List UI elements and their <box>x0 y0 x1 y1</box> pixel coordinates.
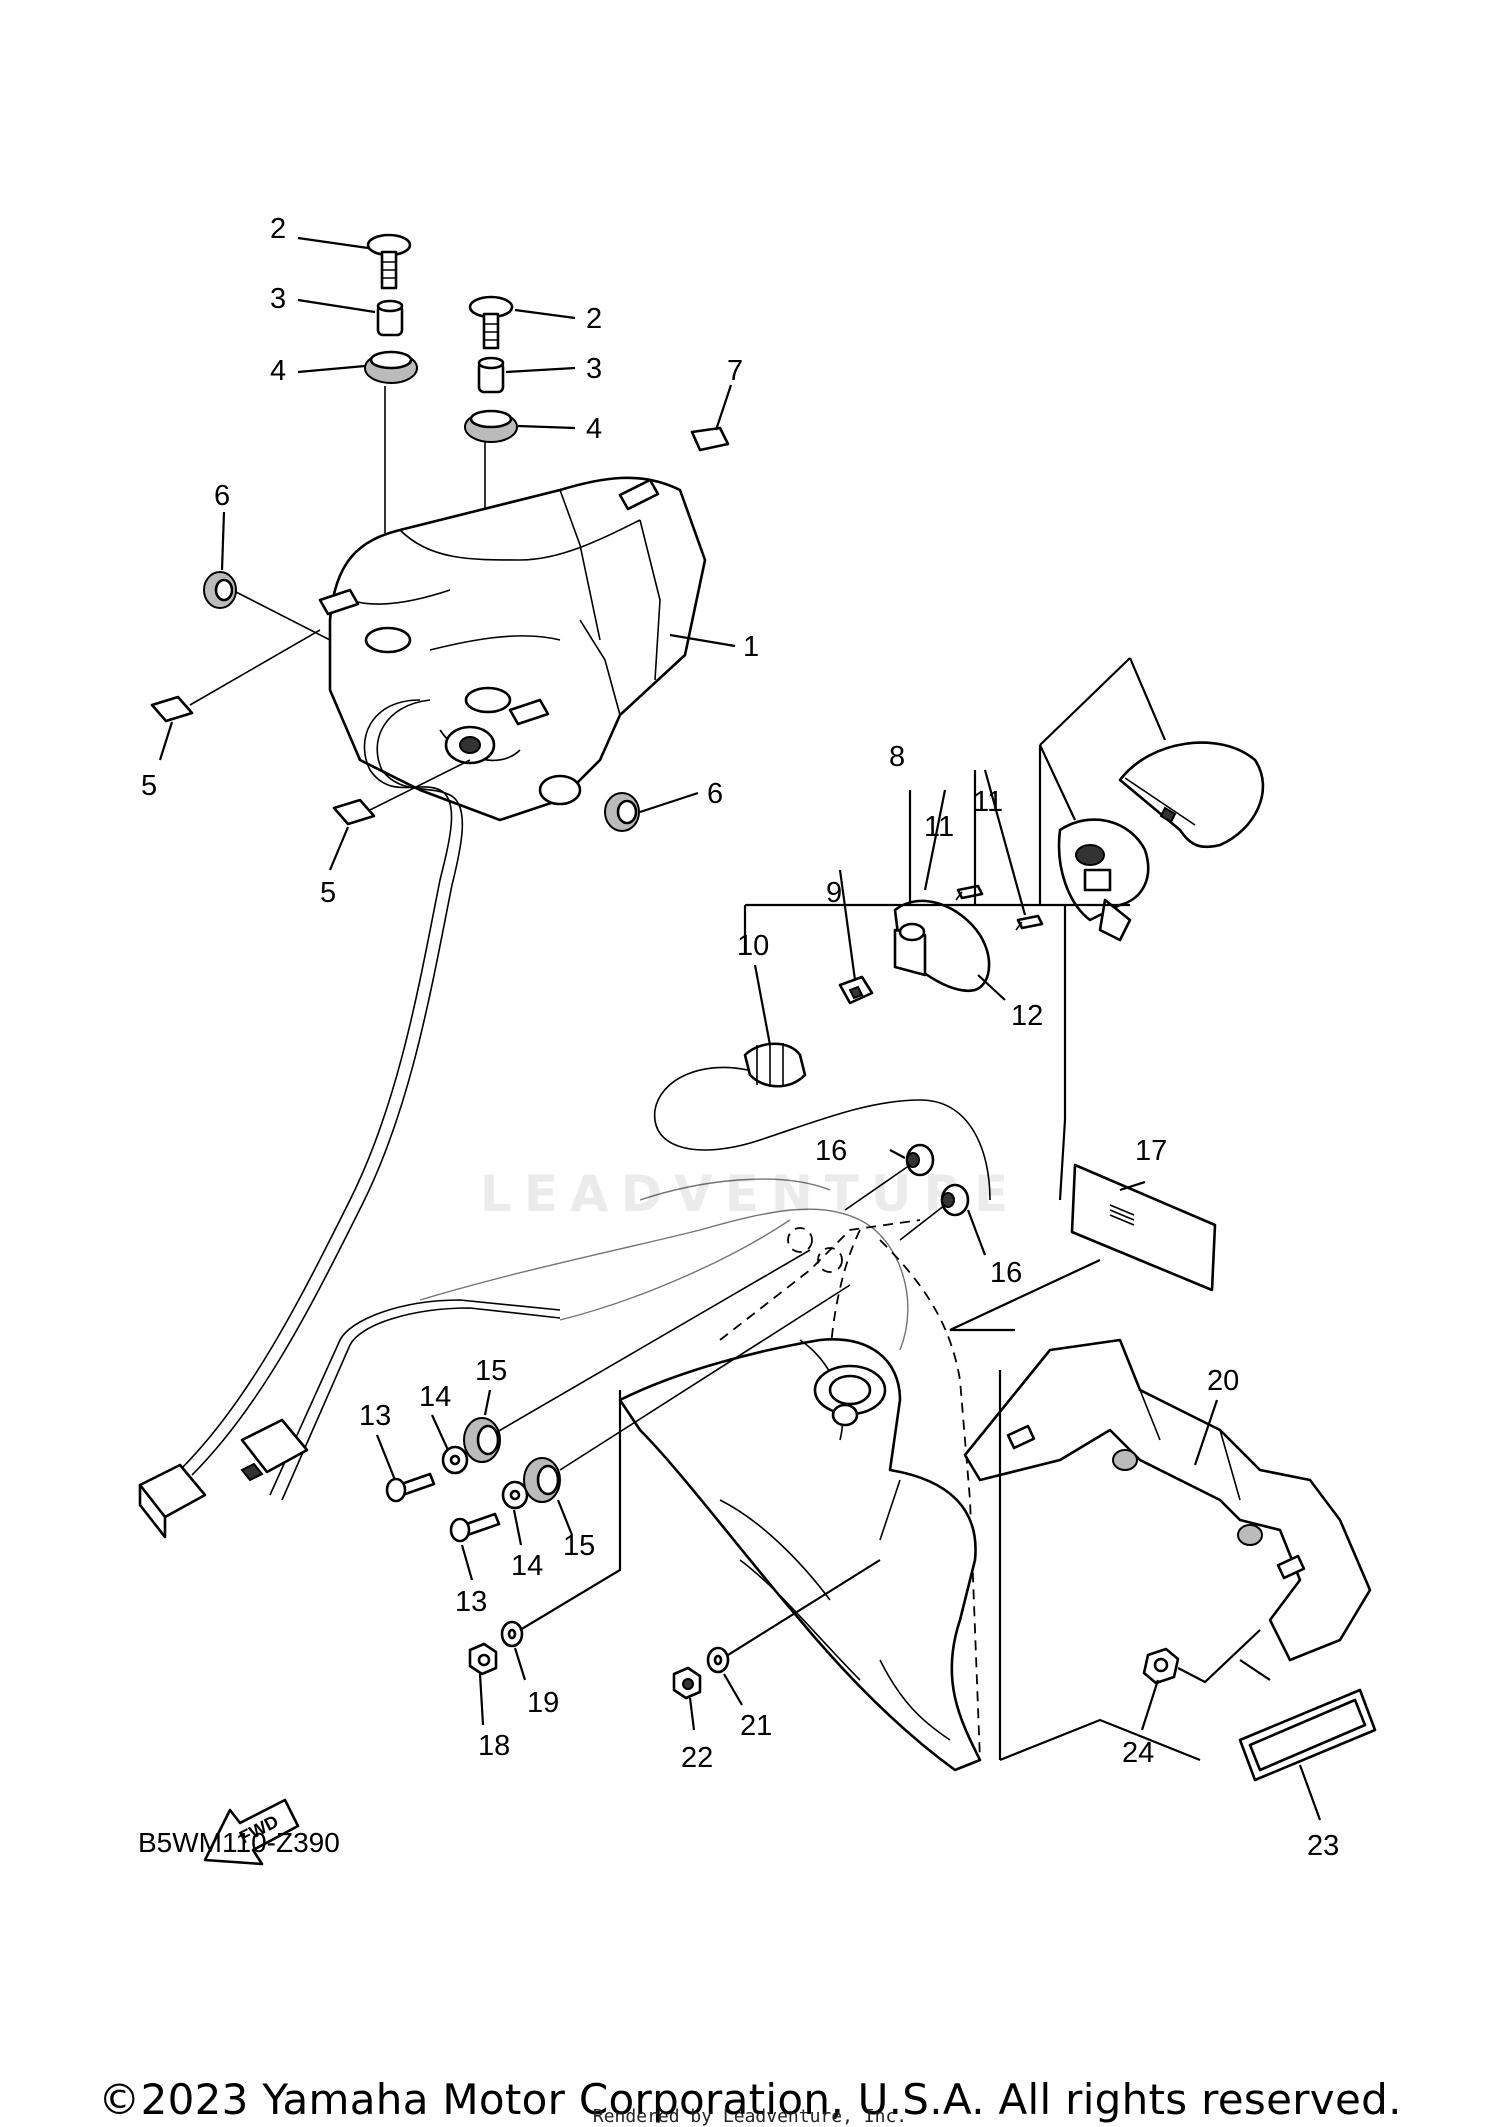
callout-11: 11 <box>924 811 954 843</box>
license-light-23 <box>1238 1688 1377 1782</box>
callout-15: 15 <box>475 1355 507 1387</box>
lamp-group-bracket <box>743 657 1167 1201</box>
screw-13-lower <box>449 1512 501 1543</box>
washer-21 <box>706 1646 730 1674</box>
callout-2: 2 <box>270 213 286 245</box>
connector-right <box>240 1418 309 1482</box>
nut-18 <box>468 1642 498 1676</box>
nut-24 <box>1142 1647 1180 1685</box>
washer-19 <box>500 1620 524 1648</box>
grommet-16-lower <box>940 1183 970 1217</box>
callout-22: 22 <box>681 1742 713 1774</box>
callout-6: 6 <box>214 480 230 512</box>
nut-6-left <box>203 571 237 609</box>
lamp-lens-cover <box>1118 741 1265 849</box>
callout-12: 12 <box>1011 1000 1043 1032</box>
clip-5-lower <box>332 798 376 826</box>
screw-11-left <box>955 884 984 901</box>
callout-4: 4 <box>270 355 286 387</box>
callout-13: 13 <box>359 1400 391 1432</box>
rendered-by-note: Rendered by Leadventure, Inc. <box>592 2106 908 2127</box>
callout-8: 8 <box>889 741 905 773</box>
grommet-15-upper <box>463 1417 501 1463</box>
collar-3-right <box>477 356 505 394</box>
housing-1 <box>318 476 707 822</box>
washer-14-lower <box>501 1480 529 1510</box>
callout-14: 14 <box>511 1550 543 1582</box>
collar-3-left <box>376 299 404 337</box>
callout-16: 16 <box>815 1135 847 1167</box>
callout-3: 3 <box>270 283 286 315</box>
leader-lines <box>158 236 1322 1821</box>
clip-5-upper <box>150 695 194 723</box>
screw-13-upper <box>385 1472 436 1503</box>
grommet-16-upper <box>905 1143 935 1177</box>
fwd-arrow-icon: FWD <box>203 1798 300 1866</box>
callout-17: 17 <box>1135 1135 1167 1167</box>
lamp-housing <box>1057 818 1150 942</box>
grommet-4-right <box>464 409 518 443</box>
callout-2: 2 <box>586 303 602 335</box>
callout-11: 11 <box>973 786 1003 818</box>
callout-3: 3 <box>586 353 602 385</box>
callout-1: 1 <box>743 631 759 663</box>
screw-11-right <box>1015 914 1044 931</box>
connector-left <box>138 1463 207 1539</box>
wire-harness <box>179 699 561 1501</box>
callout-18: 18 <box>478 1730 510 1762</box>
callout-7: 7 <box>727 355 743 387</box>
callout-4: 4 <box>586 413 602 445</box>
copyright-notice: ©2023 Yamaha Motor Corporation, U.S.A. A… <box>98 2075 1402 2124</box>
washer-14-upper <box>441 1445 469 1475</box>
grommet-15-lower <box>523 1457 561 1503</box>
callout-19: 19 <box>527 1687 559 1719</box>
grommet-4-left <box>364 350 418 384</box>
clip-7 <box>690 426 730 452</box>
socket-plate-12 <box>893 899 991 993</box>
reflector-17 <box>1070 1163 1217 1292</box>
socket-10 <box>654 1042 991 1201</box>
bulb-9 <box>838 975 874 1005</box>
nut-22 <box>672 1666 702 1700</box>
diagram-code: B5WM110-Z390 <box>138 1827 340 1858</box>
callout-15: 15 <box>563 1530 595 1562</box>
bolt-2-right <box>468 295 514 350</box>
callout-numbers: 2 3 4 2 3 4 7 6 1 5 6 5 8 11 11 9 10 12 … <box>141 213 1339 1862</box>
callout-9: 9 <box>826 877 842 909</box>
callout-5: 5 <box>141 770 157 802</box>
callout-14: 14 <box>419 1381 451 1413</box>
bolt-2-left <box>366 233 412 290</box>
callout-20: 20 <box>1207 1365 1239 1397</box>
callout-10: 10 <box>737 930 769 962</box>
callout-13: 13 <box>455 1586 487 1618</box>
callout-23: 23 <box>1307 1830 1339 1862</box>
callout-21: 21 <box>740 1710 772 1742</box>
callout-24: 24 <box>1122 1737 1154 1769</box>
callout-16: 16 <box>990 1257 1022 1289</box>
license-bracket-20 <box>963 1338 1372 1662</box>
nut-6-right <box>604 792 640 832</box>
callout-6: 6 <box>707 778 723 810</box>
rear-fender <box>618 1338 982 1772</box>
callout-5: 5 <box>320 877 336 909</box>
